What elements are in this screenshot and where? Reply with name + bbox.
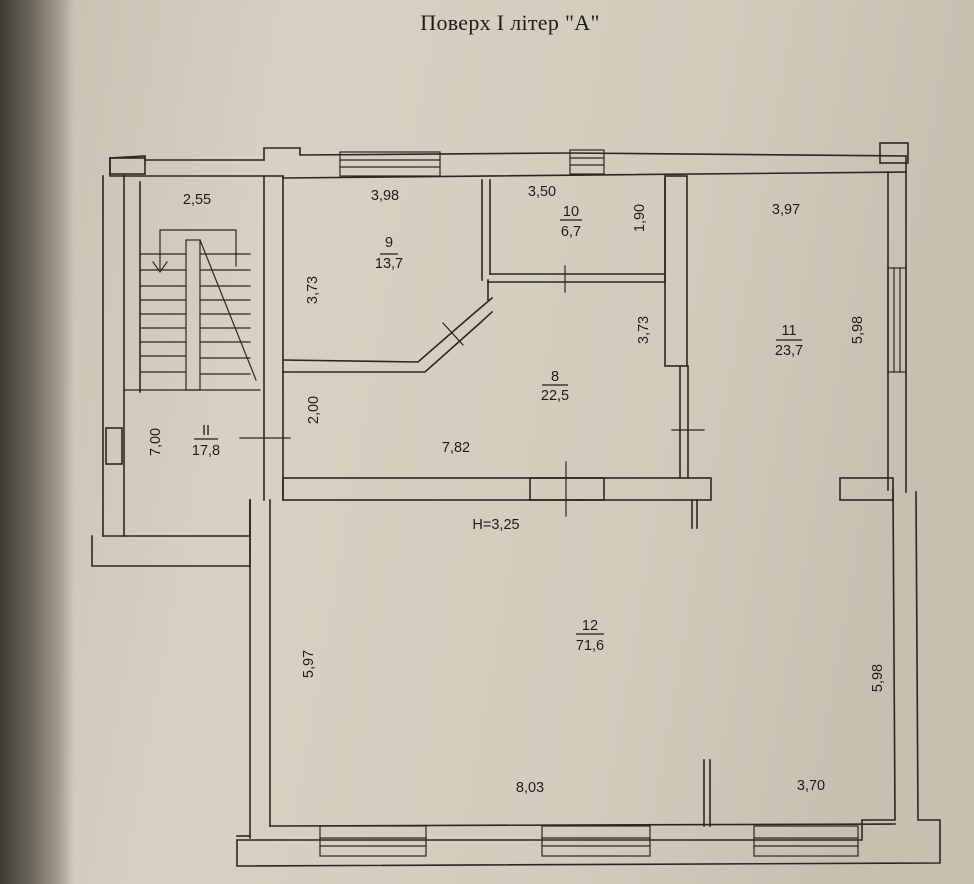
room-II-area: 17,8: [192, 443, 220, 459]
plan-title: Поверх І літер "А": [420, 10, 600, 35]
room-8-area: 22,5: [541, 388, 569, 404]
dim-room12-left-depth: 5,97: [301, 650, 317, 678]
dim-room11-width: 3,97: [772, 202, 800, 218]
room-9-number: 9: [385, 235, 393, 251]
dim-room9-depth: 3,73: [305, 276, 321, 304]
book-gutter-shadow: [0, 0, 74, 884]
dim-room9-width: 3,98: [371, 188, 399, 204]
dim-roomII-length: 7,00: [148, 428, 164, 456]
dim-corridor-width: 2,00: [306, 396, 322, 424]
room-9-area: 13,7: [375, 256, 403, 272]
room-10-number: 10: [563, 204, 579, 220]
dim-room10-depth: 1,90: [632, 204, 648, 232]
dim-stair-width: 2,55: [183, 192, 211, 208]
windows: [319, 149, 907, 857]
room-12-area: 71,6: [576, 638, 604, 654]
room-12-number: 12: [582, 618, 598, 634]
dim-room8-length: 7,82: [442, 440, 470, 456]
room-11-area: 23,7: [775, 343, 803, 359]
room-11-number: 11: [781, 323, 796, 339]
interior-walls: [282, 175, 894, 827]
dimension-labels: 2,55 3,98 3,50 1,90 3,97 3,73 3,73 5,98 …: [148, 184, 886, 796]
exterior-walls: [91, 142, 941, 867]
dim-room12-right-width: 3,70: [797, 778, 825, 794]
dim-room10-width: 3,50: [528, 184, 556, 200]
dim-room12-left-width: 8,03: [516, 780, 544, 796]
staircase: [123, 229, 261, 391]
dim-room11-depth: 5,98: [850, 316, 866, 344]
dim-room8-height: 3,73: [636, 316, 652, 344]
door-marks: [239, 265, 705, 517]
fraction-bars: [194, 219, 802, 635]
room-8-number: 8: [551, 369, 559, 385]
room-II-number: ІІ: [202, 423, 210, 439]
ceiling-height: Н=3,25: [472, 517, 519, 533]
room-labels: 9 13,7 10 6,7 11 23,7 8 22,5 ІІ 17,8 12 …: [192, 204, 803, 654]
dim-room12-right-depth: 5,98: [870, 664, 886, 692]
room-10-area: 6,7: [561, 224, 581, 240]
